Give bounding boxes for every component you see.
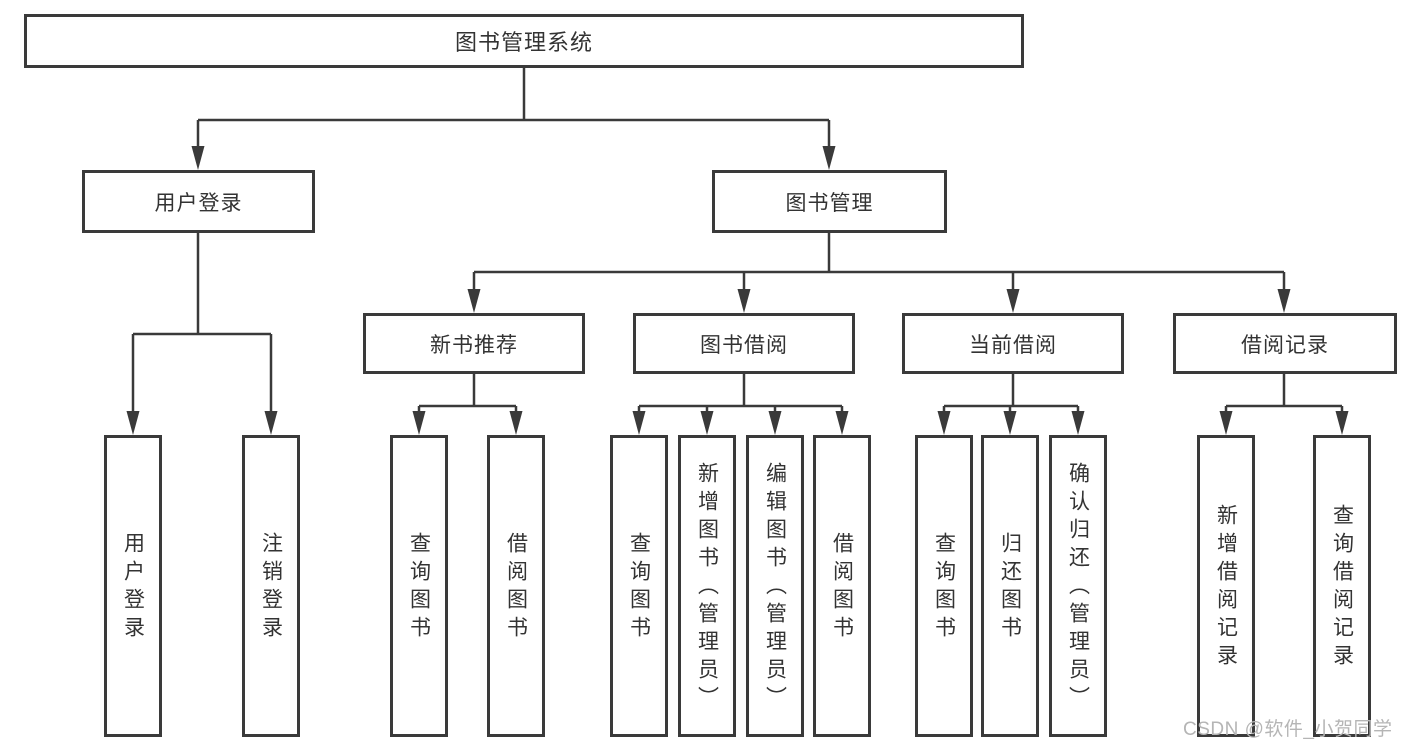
leaf-return-books: 归还图书 (981, 435, 1039, 737)
node-library-management-system: 图书管理系统 (24, 14, 1024, 68)
node-new-book-recommend: 新书推荐 (363, 313, 585, 374)
node-borrow-records: 借阅记录 (1173, 313, 1397, 374)
leaf-user-login: 用户登录 (104, 435, 162, 737)
csdn-watermark: CSDN @软件_小贺同学 (1183, 719, 1393, 740)
leaf-query-books-borrow: 查询图书 (610, 435, 668, 737)
leaf-query-books-recommend: 查询图书 (390, 435, 448, 737)
leaf-add-borrow-record: 新增借阅记录 (1197, 435, 1255, 737)
node-book-management: 图书管理 (712, 170, 947, 233)
node-book-borrow: 图书借阅 (633, 313, 855, 374)
leaf-add-books-admin: 新增图书（管理员） (678, 435, 736, 737)
leaf-edit-books-admin: 编辑图书（管理员） (746, 435, 804, 737)
leaf-logout: 注销登录 (242, 435, 300, 737)
node-user-login: 用户登录 (82, 170, 315, 233)
arrowheads (126, 146, 1349, 435)
leaf-borrow-books-recommend: 借阅图书 (487, 435, 545, 737)
leaf-confirm-return-admin: 确认归还（管理员） (1049, 435, 1107, 737)
node-current-borrow: 当前借阅 (902, 313, 1124, 374)
leaf-query-books-current: 查询图书 (915, 435, 973, 737)
leaf-borrow-books: 借阅图书 (813, 435, 871, 737)
leaf-query-borrow-record: 查询借阅记录 (1313, 435, 1371, 737)
